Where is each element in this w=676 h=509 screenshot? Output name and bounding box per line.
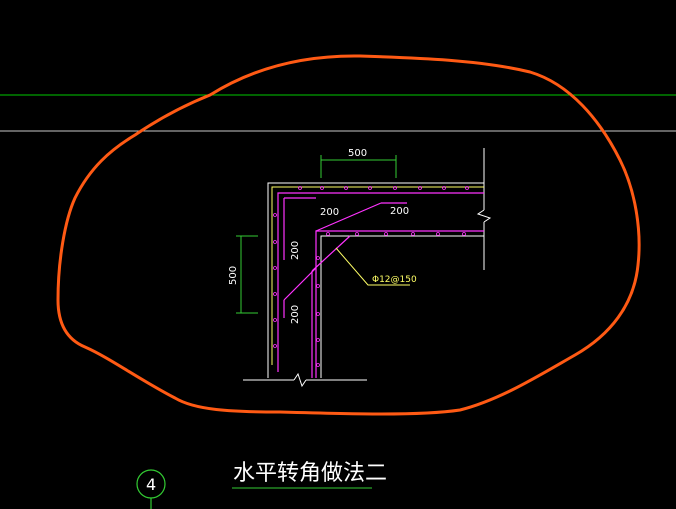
dimension-top bbox=[320, 155, 397, 178]
dimension-top-label: 500 bbox=[348, 148, 367, 159]
anchor-label-top-right: 200 bbox=[390, 206, 409, 217]
anchor-label-side-lower: 200 bbox=[290, 305, 301, 324]
rebar-dots bbox=[273, 186, 469, 367]
wall-outline bbox=[243, 148, 492, 388]
anchor-label-top-left: 200 bbox=[320, 207, 339, 218]
dimension-left-label: 500 bbox=[228, 266, 239, 285]
wall-inner-face bbox=[271, 186, 484, 365]
dimension-left bbox=[236, 235, 258, 314]
axis-marker-label: 4 bbox=[146, 475, 156, 494]
rebar-lines bbox=[277, 192, 484, 378]
anchor-label-side-upper: 200 bbox=[290, 241, 301, 260]
drawing-title: 水平转角做法二 bbox=[233, 461, 387, 486]
highlight-circle bbox=[56, 54, 641, 416]
rebar-spec-label: Φ12@150 bbox=[372, 275, 417, 285]
rebar-leader bbox=[335, 247, 410, 286]
